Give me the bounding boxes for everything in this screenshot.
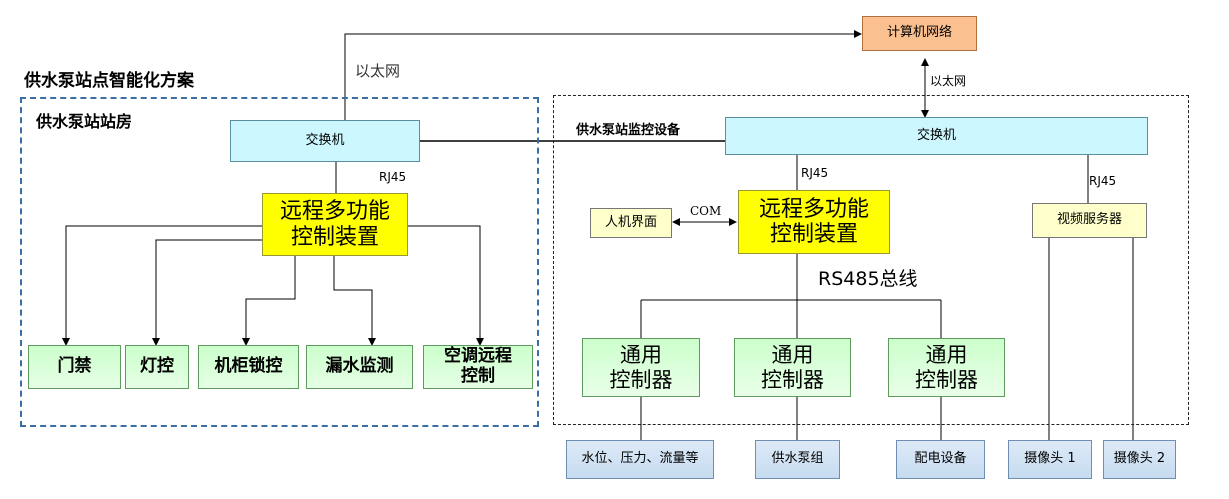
left-switch-label: 交换机: [305, 132, 345, 148]
leak-monitor-box: 漏水监测: [306, 345, 413, 389]
ac-wire: [408, 225, 484, 346]
com-label: COM: [690, 204, 722, 218]
uplink-left-wire: [344, 30, 862, 120]
pump-room-title: 供水泵站站房: [36, 112, 133, 131]
light-control-label: 灯控: [140, 356, 174, 377]
general-controller-1-line2: 控制器: [609, 367, 673, 392]
monitoring-equipment-title: 供水泵站监控设备: [576, 123, 681, 138]
right-controller-line2: 控制装置: [769, 222, 858, 247]
door-access-label: 门禁: [57, 356, 92, 377]
left-rj45-label: RJ45: [379, 170, 407, 184]
door-wire: [62, 225, 262, 346]
sensors-label: 水位、压力、流量等: [581, 451, 699, 467]
right-controller-line1: 远程多功能: [758, 196, 869, 222]
pump-group-box: 供水泵组: [755, 440, 840, 479]
power-equipment-label: 配电设备: [914, 451, 967, 467]
ac-remote-line1: 空调远程: [444, 346, 512, 367]
video-server-box: 视频服务器: [1032, 203, 1147, 238]
right-rj45-label: RJ45: [801, 166, 829, 180]
leak-wire: [333, 256, 376, 346]
left-switch: 交换机: [230, 120, 420, 162]
hmi-label: 人机界面: [604, 214, 657, 230]
cabinet-wire: [242, 256, 296, 346]
ac-remote-box: 空调远程 控制: [423, 345, 533, 389]
pump-room-zone: [20, 97, 539, 427]
light-control-box: 灯控: [125, 345, 189, 389]
monitoring-equipment-zone: [553, 95, 1189, 425]
general-controller-3-line2: 控制器: [915, 367, 978, 392]
computer-network-box: 计算机网络: [862, 16, 977, 51]
general-controller-1: 通用 控制器: [582, 338, 700, 397]
right-remote-controller: 远程多功能 控制装置: [738, 190, 890, 254]
left-remote-controller: 远程多功能 控制装置: [262, 193, 408, 256]
pump-group-label: 供水泵组: [771, 451, 824, 467]
general-controller-1-line1: 通用: [620, 343, 662, 368]
sensors-box: 水位、压力、流量等: [566, 440, 714, 479]
left-controller-line2: 控制装置: [290, 224, 379, 250]
hmi-box: 人机界面: [590, 208, 672, 238]
left-controller-line1: 远程多功能: [279, 199, 390, 225]
camera-1-label: 摄像头 1: [1024, 451, 1076, 467]
general-controller-2: 通用 控制器: [734, 338, 851, 397]
leak-monitor-label: 漏水监测: [325, 356, 394, 377]
video-rj45-label: RJ45: [1089, 174, 1117, 188]
computer-network-label: 计算机网络: [886, 25, 952, 41]
ethernet-right-label: 以太网: [930, 74, 967, 88]
general-controller-3: 通用 控制器: [888, 338, 1005, 397]
ac-remote-line2: 控制: [461, 366, 495, 386]
video-server-label: 视频服务器: [1056, 212, 1122, 228]
light-wire: [152, 239, 262, 346]
camera-2-label: 摄像头 2: [1113, 451, 1166, 467]
ethernet-left-label: 以太网: [355, 62, 401, 80]
right-switch: 交换机: [725, 117, 1148, 155]
general-controller-2-line1: 通用: [771, 343, 814, 368]
general-controller-3-line1: 通用: [925, 343, 968, 368]
cabinet-lock-label: 机柜锁控: [214, 356, 283, 377]
power-equipment-box: 配电设备: [896, 440, 985, 479]
camera-2-box: 摄像头 2: [1103, 440, 1176, 479]
rs485-bus-label: RS485总线: [818, 268, 918, 290]
cabinet-lock-box: 机柜锁控: [198, 345, 299, 389]
camera-1-box: 摄像头 1: [1008, 440, 1092, 479]
door-access-box: 门禁: [28, 345, 121, 389]
plan-title: 供水泵站点智能化方案: [24, 71, 194, 91]
general-controller-2-line2: 控制器: [761, 367, 824, 392]
right-switch-label: 交换机: [916, 127, 956, 143]
